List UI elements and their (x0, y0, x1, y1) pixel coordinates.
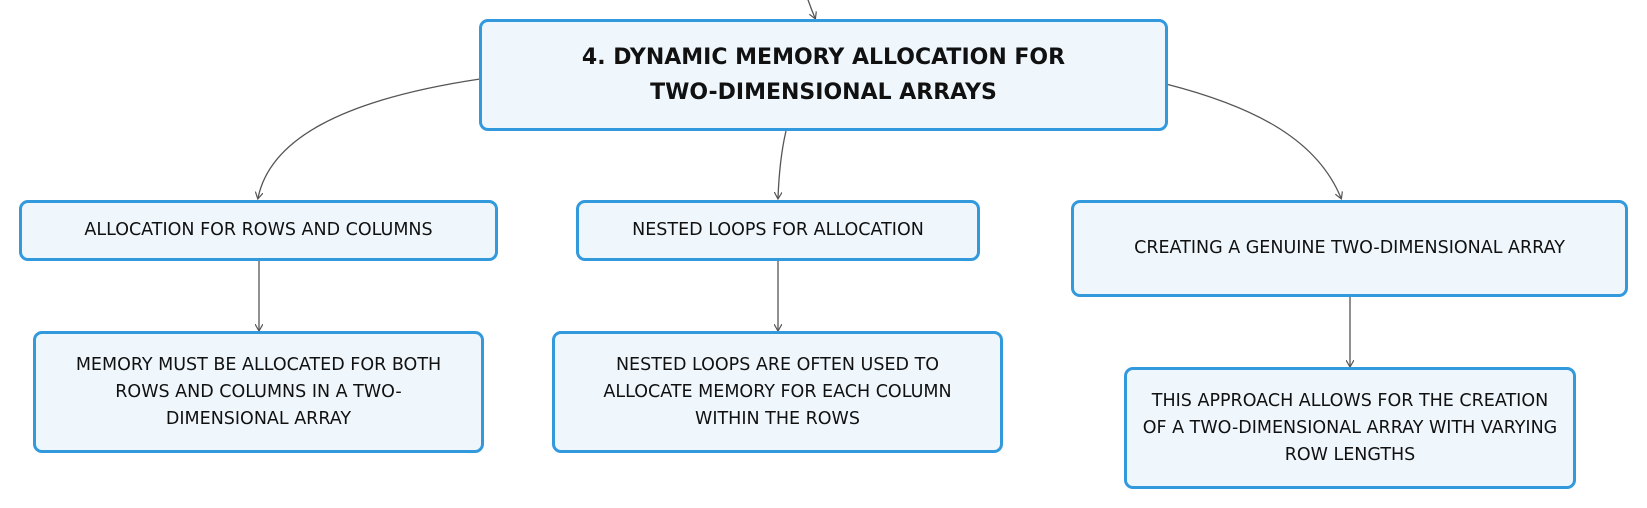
branch-label: ALLOCATION FOR ROWS AND COLUMNS (84, 220, 433, 240)
branch-label: NESTED LOOPS FOR ALLOCATION (632, 220, 924, 240)
root-topic-text: 4. DYNAMIC MEMORY ALLOCATION FOR TWO-DIM… (581, 45, 1066, 105)
branch-node-nested-loops[interactable]: NESTED LOOPS FOR ALLOCATION (576, 200, 980, 261)
root-topic-node[interactable]: 4. DYNAMIC MEMORY ALLOCATION FOR TWO-DIM… (479, 19, 1168, 131)
detail-node-allocation-rows-columns[interactable]: MEMORY MUST BE ALLOCATED FOR BOTH ROWS A… (33, 331, 484, 453)
branch-label: CREATING A GENUINE TWO-DIMENSIONAL ARRAY (1134, 238, 1565, 258)
connector-root-to-genuine-2d-array (1165, 83, 1341, 198)
detail-text: NESTED LOOPS ARE OFTEN USED TO ALLOCATE … (603, 354, 952, 429)
detail-text: MEMORY MUST BE ALLOCATED FOR BOTH ROWS A… (75, 354, 442, 429)
detail-node-genuine-2d-array[interactable]: THIS APPROACH ALLOWS FOR THE CREATION OF… (1124, 367, 1576, 489)
branch-node-allocation-rows-columns[interactable]: ALLOCATION FOR ROWS AND COLUMNS (19, 200, 498, 261)
connector-root-to-allocation-rows-columns (258, 78, 481, 198)
connector-incoming (807, 0, 815, 18)
detail-node-nested-loops[interactable]: NESTED LOOPS ARE OFTEN USED TO ALLOCATE … (552, 331, 1003, 453)
branch-node-genuine-2d-array[interactable]: CREATING A GENUINE TWO-DIMENSIONAL ARRAY (1071, 200, 1628, 297)
detail-text: THIS APPROACH ALLOWS FOR THE CREATION OF… (1142, 390, 1558, 465)
connector-root-to-nested-loops (778, 130, 787, 198)
